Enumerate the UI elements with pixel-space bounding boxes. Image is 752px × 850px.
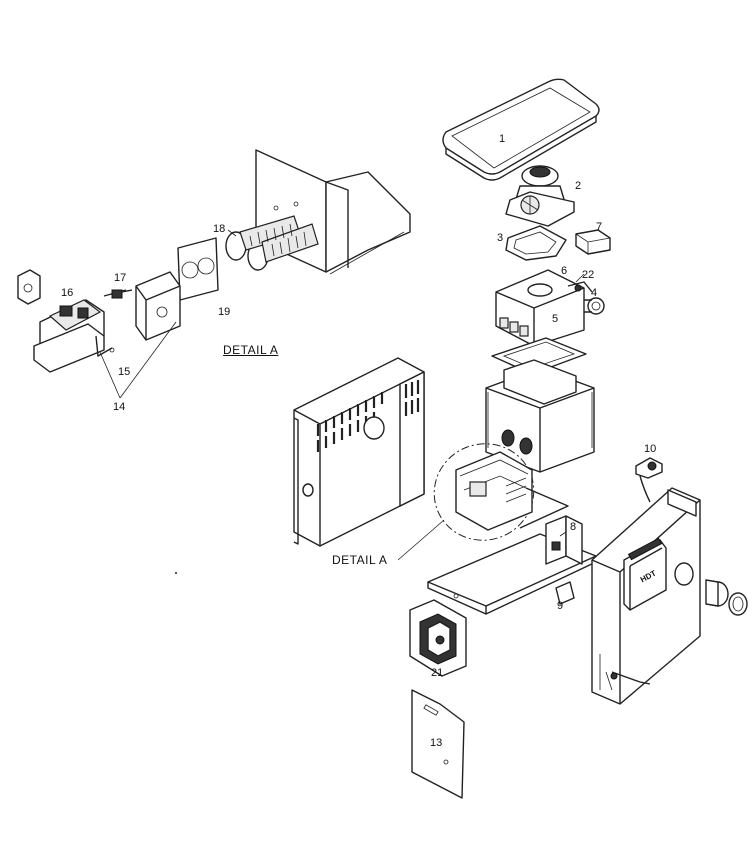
part-17-igniter	[103, 289, 133, 299]
callout-8: 8	[570, 521, 577, 533]
callout-1: 1	[499, 133, 506, 145]
part-7-small-box	[575, 229, 611, 255]
part-2-blower	[505, 165, 575, 227]
part-19-plate	[177, 237, 219, 301]
callout-6: 6	[561, 265, 568, 277]
callout-9: 9	[557, 600, 564, 612]
vent-adapter	[705, 579, 748, 616]
part-8-bracket	[545, 515, 583, 605]
part-3-gasket	[505, 225, 567, 261]
part-10-sensor	[635, 457, 663, 503]
callout-14: 14	[113, 401, 126, 413]
part-14-bracket	[99, 271, 181, 399]
callout-4: 4	[591, 287, 598, 299]
callout-22: 22	[582, 269, 595, 281]
detail-a-region	[397, 443, 569, 561]
part-5-combustion-box	[495, 269, 605, 347]
callout-13: 13	[430, 737, 443, 749]
part-16-gas-valve	[17, 269, 115, 373]
callout-15: 15	[118, 366, 131, 378]
callout-10: 10	[644, 443, 657, 455]
right-front-panel	[591, 487, 701, 705]
callout-7: 7	[596, 221, 603, 233]
stray-mark	[175, 572, 177, 574]
part-13-door	[411, 689, 465, 799]
callout-17: 17	[114, 272, 127, 284]
detail-a-heading: DETAIL A	[223, 343, 279, 357]
part-18-vent-assembly	[225, 149, 411, 275]
detail-a-pointer-label: DETAIL A	[332, 553, 388, 567]
callout-2: 2	[575, 180, 582, 192]
heat-exchanger	[485, 359, 595, 473]
part-21-frame	[409, 599, 467, 677]
callout-5: 5	[552, 313, 559, 325]
callout-21: 21	[431, 667, 444, 679]
callout-16: 16	[61, 287, 74, 299]
part-1-top-cover	[442, 78, 600, 181]
callout-19: 19	[218, 306, 231, 318]
left-side-panel	[293, 357, 425, 547]
callout-3: 3	[497, 232, 504, 244]
callout-18: 18	[213, 223, 226, 235]
leader-lines	[227, 229, 585, 537]
